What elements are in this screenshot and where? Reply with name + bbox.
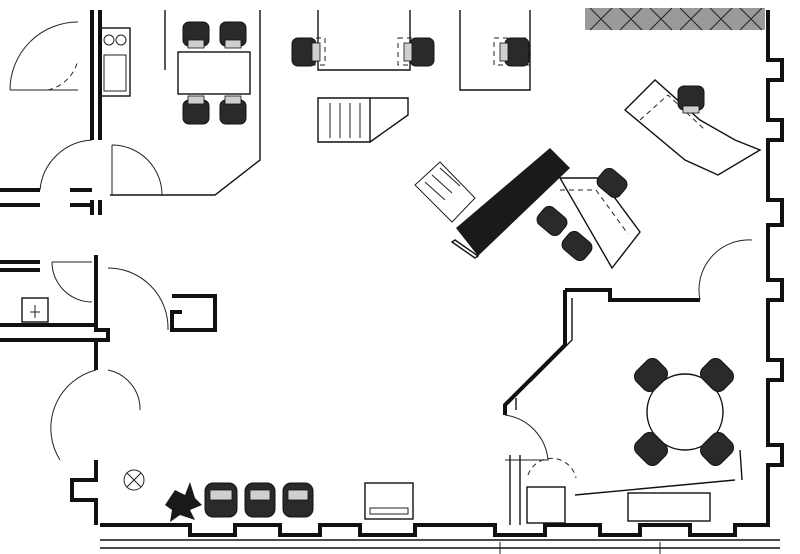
main-room <box>107 144 753 524</box>
door-main-lower <box>107 369 141 411</box>
table <box>177 51 251 95</box>
door-left-top <box>9 21 79 91</box>
wall-right-room <box>503 288 770 415</box>
wall-right-room-inner <box>509 298 573 525</box>
kitchen-counter <box>99 27 131 97</box>
workstation-group <box>414 148 641 270</box>
desk-outline <box>493 37 531 66</box>
fixture-icon <box>123 469 145 491</box>
desk-drawer-unit <box>414 161 476 223</box>
chair <box>182 95 210 125</box>
door-left-mid2 <box>51 261 93 303</box>
wall-left-corridor <box>90 10 102 215</box>
footer-dividers <box>499 542 661 554</box>
door-small-swing <box>527 457 577 479</box>
plant-icon <box>165 482 202 522</box>
chair <box>204 482 238 518</box>
wall-main-left <box>70 255 110 525</box>
kitchenette <box>99 27 131 97</box>
stove-burner-icon <box>115 34 127 46</box>
left-rooms <box>0 21 97 461</box>
sink-icon <box>103 54 127 92</box>
column <box>170 294 217 332</box>
wc-symbol <box>30 305 40 318</box>
chair <box>244 482 276 518</box>
fixture-cross <box>126 472 142 488</box>
chair <box>596 167 628 199</box>
desk-right <box>558 177 641 270</box>
door-main-top <box>111 144 163 196</box>
chair <box>403 37 435 67</box>
drawer-lines <box>424 167 461 201</box>
chair <box>219 21 247 49</box>
desk-right-outline <box>560 189 629 235</box>
wall-bottom-outer <box>100 539 780 549</box>
chair <box>700 432 734 466</box>
wc-unit <box>21 297 49 323</box>
door-bottom-center <box>504 414 549 461</box>
chair <box>499 37 530 67</box>
cabinet-slats <box>329 103 361 138</box>
table-round <box>646 373 724 451</box>
wall-left-rooms <box>0 188 96 342</box>
cabinet-right <box>526 486 566 524</box>
desk-return <box>450 239 480 259</box>
chair <box>561 230 593 262</box>
meeting-table-top <box>177 21 251 125</box>
chair <box>182 21 210 49</box>
door-main-left <box>107 267 169 331</box>
wall-bottom <box>100 523 770 537</box>
top-right-hatch <box>585 8 765 30</box>
chair <box>291 37 321 67</box>
corner-desk-outline <box>639 94 706 131</box>
wall-right <box>766 10 784 525</box>
cabinet-bottom-detail <box>369 507 409 515</box>
hatch-lines <box>589 7 763 31</box>
door-left-top-swing <box>47 59 79 91</box>
chair <box>634 358 668 392</box>
partition-right-room-lower <box>574 449 743 496</box>
door-right-room <box>698 239 753 301</box>
chair <box>282 482 314 518</box>
chair <box>677 85 705 114</box>
cabinet-bottom <box>364 482 414 520</box>
corner-desk-top <box>623 79 762 176</box>
chair <box>219 95 247 125</box>
corner-desk <box>623 79 762 176</box>
door-left-mid <box>39 139 93 191</box>
walls <box>70 7 784 549</box>
desk-solid <box>456 148 570 256</box>
round-table <box>634 358 734 466</box>
top-desks <box>291 37 531 143</box>
footer-strip <box>499 542 661 554</box>
chair <box>700 358 734 392</box>
partitions-top <box>110 10 531 196</box>
stove-burner-icon <box>103 34 115 46</box>
cabinet <box>317 97 409 143</box>
chair <box>634 432 668 466</box>
door-left-low <box>50 369 97 461</box>
counter-right-room <box>627 492 711 522</box>
chair <box>536 205 568 237</box>
